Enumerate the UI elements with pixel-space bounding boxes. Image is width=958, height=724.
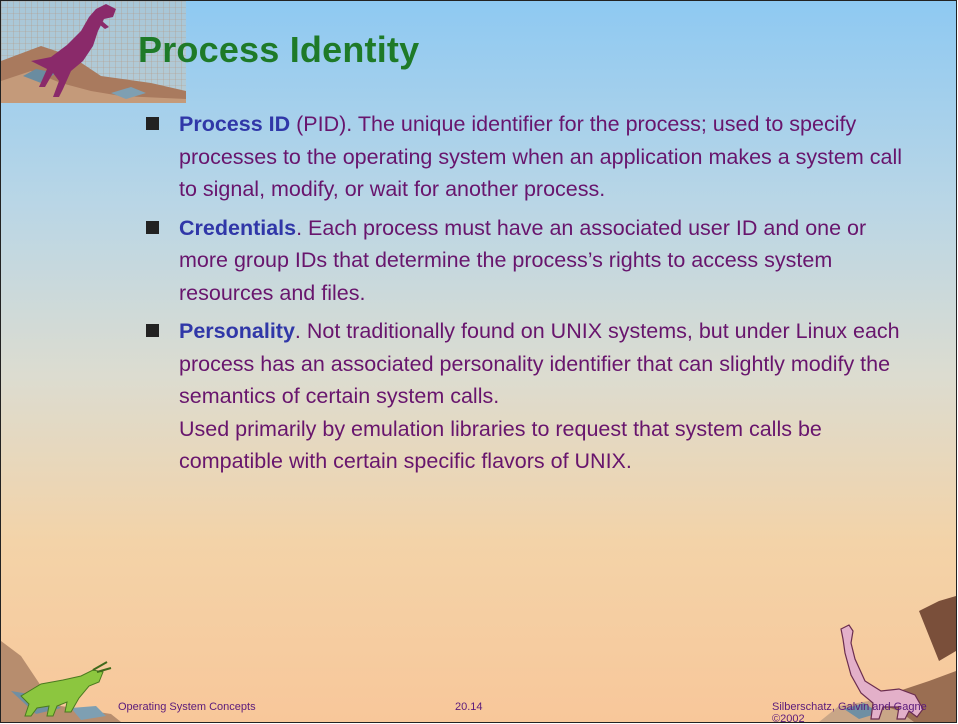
bullet-list: Process ID (PID). The unique identifier …	[146, 108, 906, 484]
trex-dinosaur-icon	[1, 1, 186, 103]
bullet-body: . Not traditionally found on UNIX system…	[179, 319, 900, 408]
bullet-text: Credentials. Each process must have an a…	[179, 212, 906, 310]
bullet-square-icon	[146, 117, 159, 130]
list-item: Credentials. Each process must have an a…	[146, 212, 906, 310]
bullet-term: Process ID	[179, 112, 291, 136]
footer-slide-number: 20.14	[455, 701, 483, 713]
bullet-text: Personality. Not traditionally found on …	[179, 315, 906, 413]
footer-course: Operating System Concepts	[118, 701, 256, 713]
list-item: Process ID (PID). The unique identifier …	[146, 108, 906, 206]
brontosaurus-icon	[819, 596, 956, 722]
triceratops-icon	[1, 641, 121, 722]
bullet-body: . Each process must have an associated u…	[179, 215, 867, 305]
footer-authors: Silberschatz, Galvin and Gagne ©2002	[772, 701, 927, 723]
bullet-text: Process ID (PID). The unique identifier …	[179, 108, 906, 206]
bullet-body: (PID). The unique identifier for the pro…	[179, 112, 903, 201]
bullet-square-icon	[146, 220, 159, 234]
bullet-term: Personality	[179, 319, 295, 343]
bullet-square-icon	[146, 324, 159, 337]
list-item: Personality. Not traditionally found on …	[146, 315, 906, 478]
bullet-continuation: Used primarily by emulation libraries to…	[179, 416, 822, 474]
bullet-term: Credentials	[179, 215, 297, 240]
slide-title: Process Identity	[138, 29, 420, 70]
